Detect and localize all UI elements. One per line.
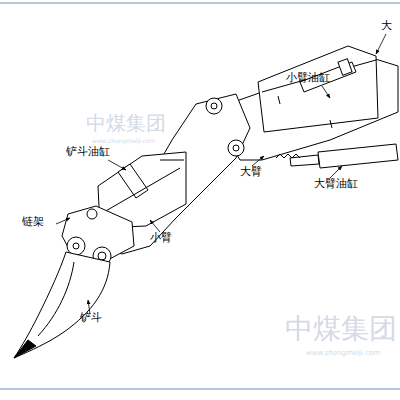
part-label: 大 xyxy=(381,20,392,32)
part-label: 链架 xyxy=(22,216,44,228)
part-label: 大臂油缸 xyxy=(314,178,358,190)
watermark: 中煤集团 xyxy=(285,314,397,345)
part-label: 铲斗 xyxy=(80,312,102,324)
watermark-url: www.zhongmeiji.com xyxy=(92,138,156,145)
part-label: 铲斗油缸 xyxy=(66,146,110,158)
part-label: 大臂 xyxy=(240,166,262,178)
boom-plate xyxy=(258,46,378,132)
bucket xyxy=(14,252,110,358)
part-label: 小臂油缸 xyxy=(286,72,330,84)
boom-cylinder xyxy=(318,144,398,168)
leader-lines xyxy=(56,34,386,314)
part-label: 小臂 xyxy=(150,232,172,244)
watermark: 中煤集团 xyxy=(86,112,166,134)
bucket-cylinder xyxy=(118,164,148,198)
watermark-url: www.zhongmeiji.com xyxy=(306,350,380,358)
frame-lines xyxy=(0,3,400,389)
